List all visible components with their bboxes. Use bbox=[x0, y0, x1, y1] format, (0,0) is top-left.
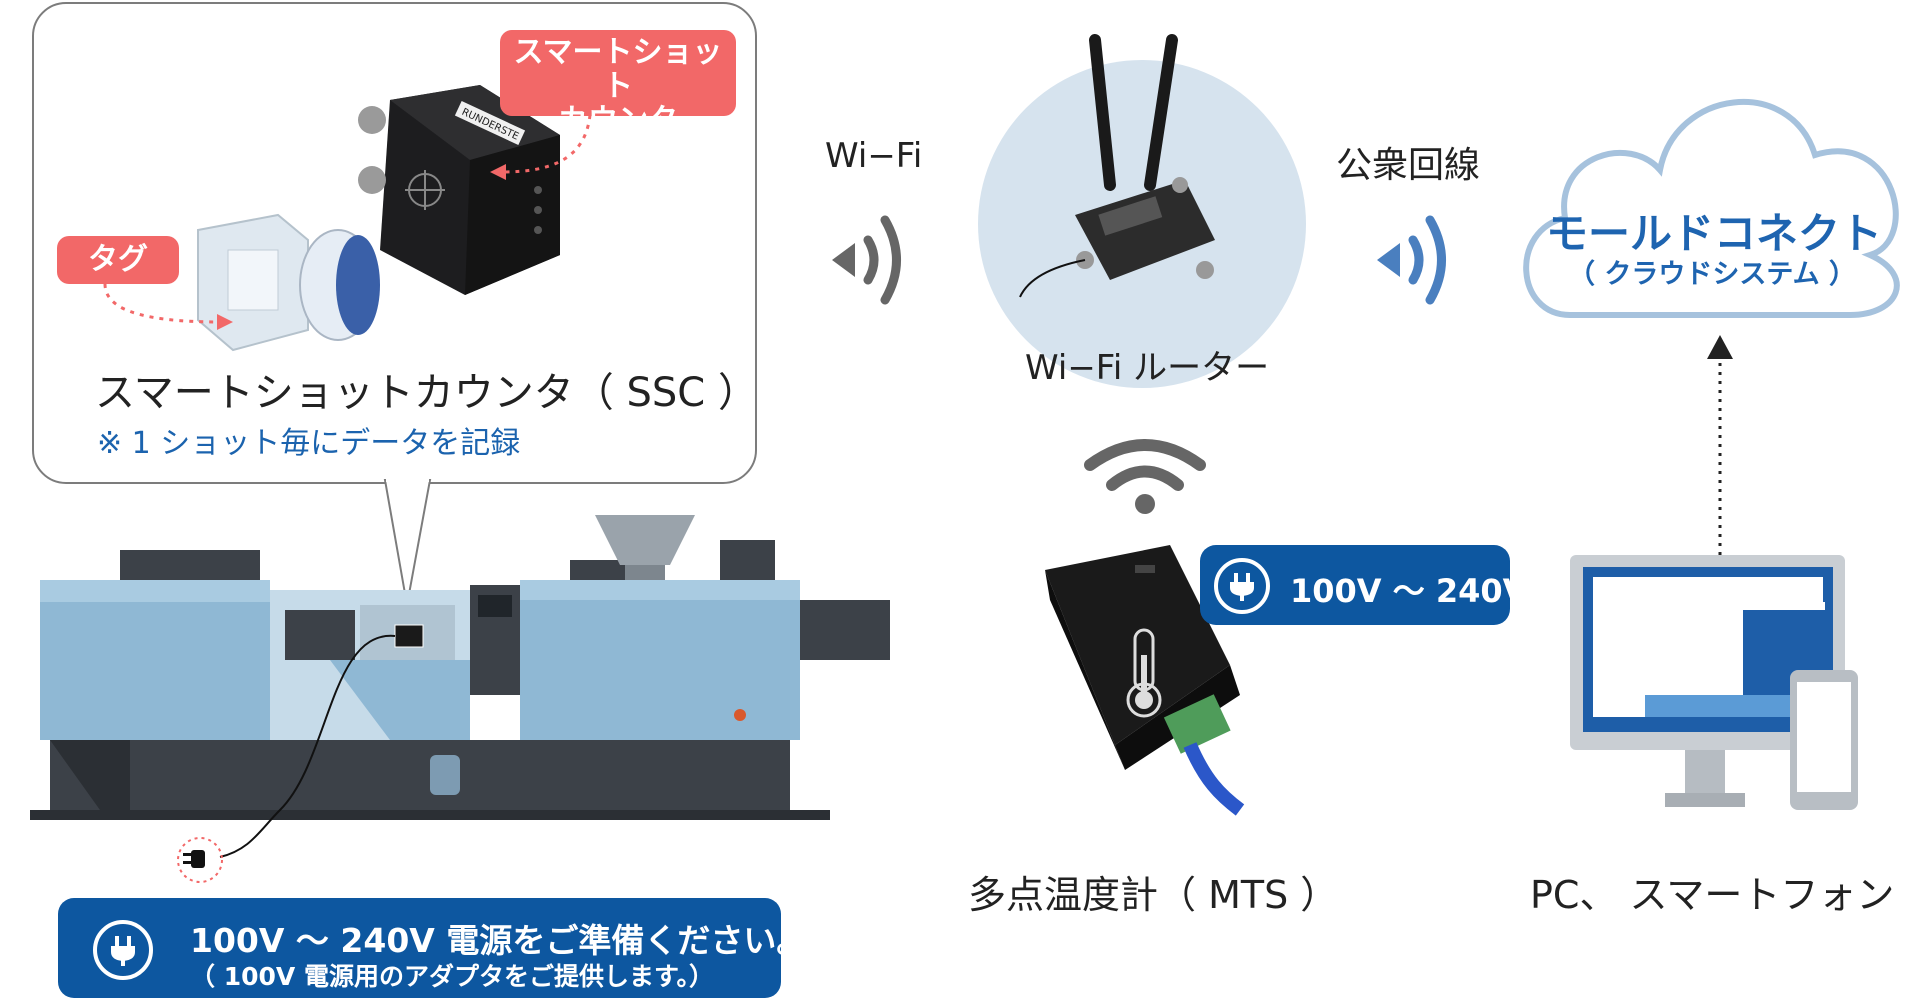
power-main-text: 100V 〜 240V 電源をご準備ください。 bbox=[190, 921, 810, 960]
wifi-icon bbox=[1084, 439, 1206, 514]
cloud-icon bbox=[1523, 99, 1900, 318]
wifi-signal-icon bbox=[832, 215, 901, 305]
ssc-device-tag: スマートショット カウンタ bbox=[500, 30, 736, 138]
mts-power-text: 100V 〜 240V bbox=[1290, 572, 1528, 610]
pc-smartphone-image bbox=[1570, 555, 1858, 810]
tag-label: タグ bbox=[57, 236, 179, 284]
plug-icon bbox=[93, 920, 153, 980]
injection-molding-machine bbox=[30, 515, 890, 858]
mts-device-image bbox=[1045, 545, 1245, 816]
cloud-subtitle: （ クラウドシステム ） bbox=[1568, 259, 1856, 290]
wifi-signal-icon bbox=[1377, 215, 1446, 305]
wifi-label: Wi−Fi bbox=[825, 136, 923, 176]
ssc-device-image: RUNDERSTE bbox=[358, 85, 560, 295]
router-label: Wi−Fi ルーター bbox=[1025, 348, 1270, 388]
ssc-note: ※ 1 ショット毎にデータを記録 bbox=[97, 426, 521, 461]
tag-arrow bbox=[103, 283, 233, 330]
pc-label: PC、 スマートフォン bbox=[1530, 873, 1895, 917]
power-banner bbox=[58, 898, 781, 998]
callout-tail bbox=[383, 478, 432, 606]
ssc-tag-arrow bbox=[490, 114, 592, 180]
ssc-title: スマートショットカウンタ（ SSC ） bbox=[95, 370, 758, 416]
power-sub-text: （ 100V 電源用のアダプタをご提供します。） bbox=[190, 962, 714, 991]
plug-icon bbox=[177, 837, 223, 883]
tag-device-image bbox=[197, 213, 380, 352]
cloud-title: モールドコネクト bbox=[1546, 209, 1883, 258]
thermometer-icon bbox=[1126, 628, 1162, 718]
public-line-label: 公衆回線 bbox=[1336, 145, 1481, 186]
mts-label: 多点温度計（ MTS ） bbox=[968, 873, 1339, 917]
router-image bbox=[1019, 34, 1215, 298]
arrow-up-icon bbox=[1707, 335, 1733, 557]
plug-icon bbox=[1214, 558, 1270, 614]
